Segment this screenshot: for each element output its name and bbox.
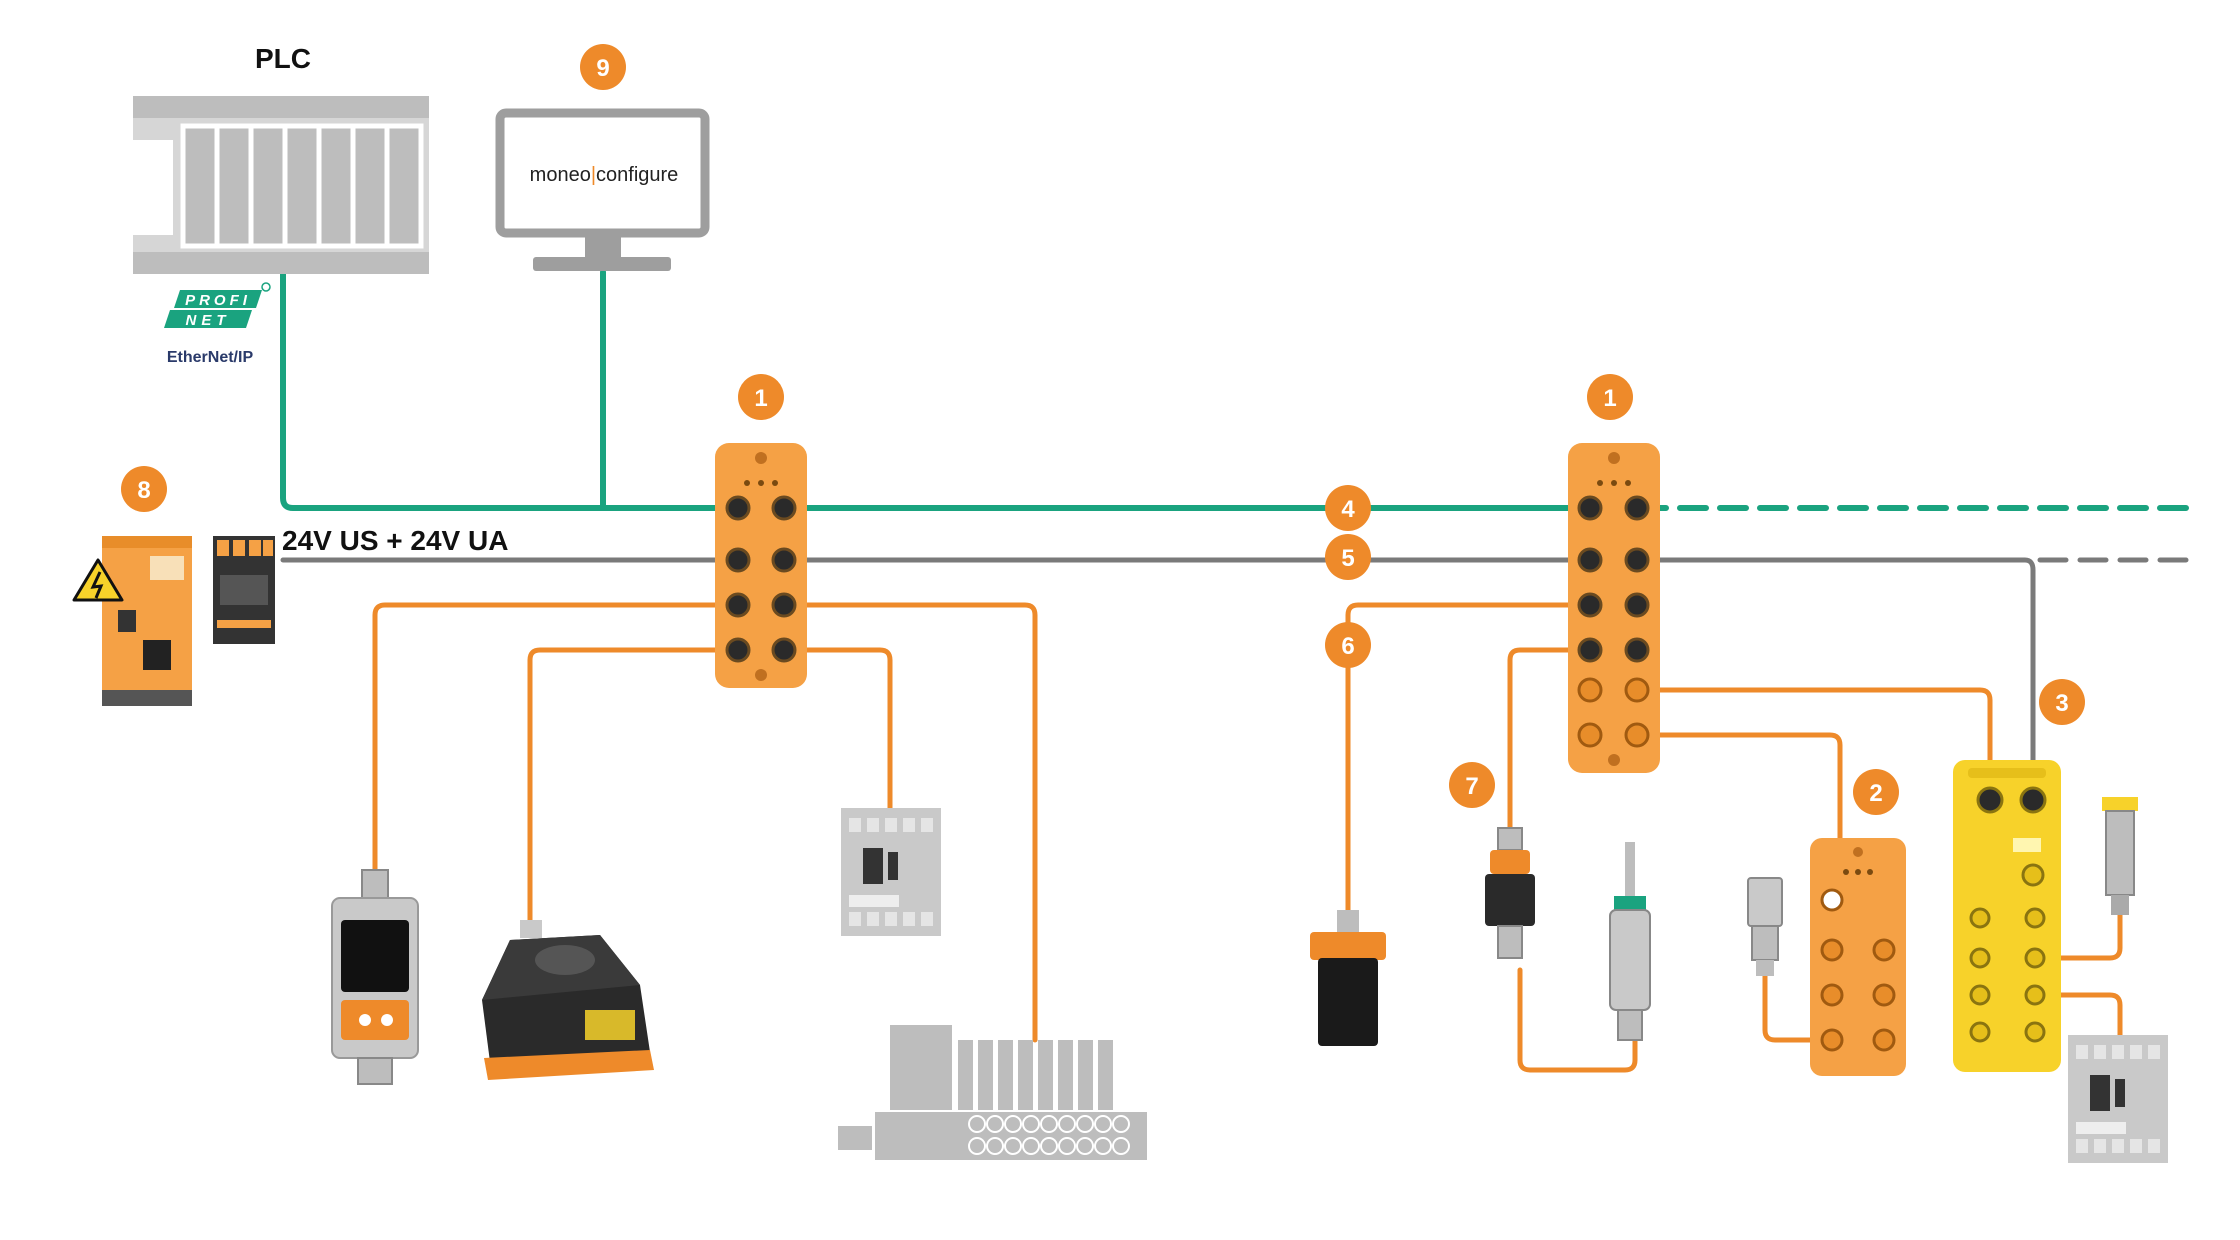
svg-text:8: 8 [137,477,150,504]
svg-text:6: 6 [1341,633,1354,660]
badge-5: 5 [1325,534,1371,580]
contactor-1 [841,808,941,936]
io-link-master-1 [715,443,807,688]
svg-text:1: 1 [754,385,767,412]
svg-text:1: 1 [1603,385,1616,412]
cable-hub2-to-small-hub [1637,732,1843,846]
io-link-lines [372,602,2123,1073]
as-interface-module [1953,760,2061,1072]
io-link-adapter [1485,827,1535,959]
svg-text:7: 7 [1465,773,1478,800]
cable-adapter [1507,647,1591,833]
svg-text:5: 5 [1341,545,1354,572]
temperature-probe [1609,842,1651,1041]
cable-angle-sensor [1345,602,1591,923]
inclination-sensor [482,920,654,1080]
svg-text:9: 9 [596,55,609,82]
cable-contactor [782,647,893,811]
badge-9: 9 [580,44,626,90]
power-supply [72,536,192,706]
cable-valve-terminal [782,602,1038,1043]
inductive-sensor [1747,877,1783,976]
high-voltage-warning-icon [72,558,124,602]
badge-1-hub2: 1 [1587,374,1633,420]
badge-4: 4 [1325,485,1371,531]
contactor-2 [2068,1035,2168,1163]
valve-terminal [838,1025,1147,1160]
svg-text:2: 2 [1869,780,1882,807]
flow-sensor [331,869,419,1085]
badge-2: 2 [1853,769,1899,815]
profinet-text-bottom: NET [186,312,231,329]
cable-hub2-to-yellow [1637,687,1993,785]
cable-yellow-to-contactor [2032,992,2123,1038]
io-link-hub-small [1810,838,1906,1076]
power-lines [280,557,2198,785]
badge-6: 6 [1325,622,1371,668]
badge-1-hub1: 1 [738,374,784,420]
svg-text:4: 4 [1341,496,1355,523]
profinet-text-top: PROFI [185,292,251,309]
cylindrical-sensor [2102,797,2138,915]
ethernetip-logo-text: EtherNet/IP [167,349,254,366]
badge-3: 3 [2039,679,2085,725]
power-rail-label: 24V US + 24V UA [282,525,508,556]
badge-8: 8 [121,466,167,512]
io-link-master-2 [1568,443,1660,773]
cable-yellow-to-sensor [2032,912,2123,961]
power-to-yellow-module [1637,557,2036,785]
cable-flow-sensor [372,602,738,883]
terminal-blocks [213,536,275,644]
cable-inclination-sensor [527,647,738,933]
plc-ethernet-cable [280,267,738,511]
ethernet-lines [280,267,2198,511]
badge-7: 7 [1449,762,1495,808]
plc-label: PLC [255,43,311,74]
cable-adapter-to-probe [1517,967,1638,1073]
moneo-configure-text: moneo|configure [530,164,679,186]
moneo-monitor: moneo|configure [495,108,710,271]
profinet-logo: PROFI NET [164,282,271,329]
plc-device [133,96,429,274]
cable-inductive-to-small-hub [1762,972,1828,1043]
number-badges: 9 8 1 1 4 5 6 7 [121,44,2085,815]
svg-text:3: 3 [2055,690,2068,717]
angle-sensor [1310,910,1386,1046]
